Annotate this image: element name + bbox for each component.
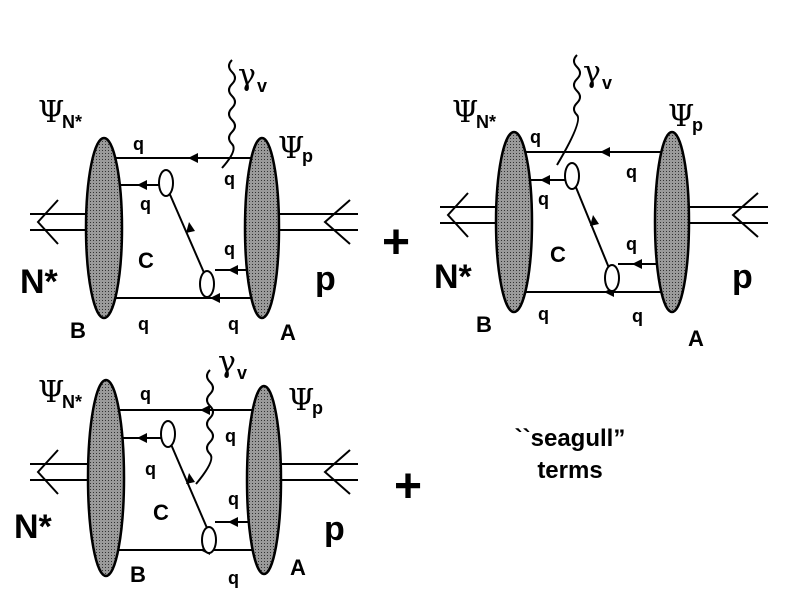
vertex-b-label: B (130, 562, 146, 587)
psi-final-subscript: N* (62, 112, 82, 132)
quark-label: q (145, 459, 156, 479)
vertex-a-label: A (290, 555, 306, 580)
psi-initial-symbol: Ψ (278, 131, 304, 166)
quark-label: q (228, 314, 239, 334)
quark-label: q (626, 162, 637, 182)
photon-symbol: γ (218, 345, 236, 380)
feynman-diagram-2 (440, 54, 768, 314)
final-state-label: N* (20, 263, 59, 301)
plus-sign-2: + (394, 460, 422, 513)
initial-state-label: p (324, 510, 345, 548)
vertex-a-label: A (280, 320, 296, 345)
diagram-3-labels: Ψ N* γ v Ψ p q q q q q C N* p B A (14, 345, 345, 588)
final-state-label: N* (14, 508, 53, 546)
psi-final-symbol: Ψ (38, 95, 64, 130)
vertex-b-label: B (70, 318, 86, 343)
initial-state-label: p (315, 260, 336, 298)
vertex-c-label: C (153, 500, 169, 525)
psi-initial-subscript: p (692, 115, 703, 135)
quark-label: q (228, 568, 239, 588)
quark-label: q (133, 134, 144, 154)
quark-label: q (228, 489, 239, 509)
quark-label: q (224, 239, 235, 259)
vertex-a-label: A (688, 326, 704, 351)
psi-initial-subscript: p (312, 398, 323, 418)
quark-label: q (138, 314, 149, 334)
plus-sign-1: + (382, 216, 410, 269)
quark-label: q (632, 306, 643, 326)
vertex-c-label: C (550, 242, 566, 267)
photon-subscript: v (257, 76, 267, 96)
psi-final-subscript: N* (476, 112, 496, 132)
vertex-b-label: B (476, 312, 492, 337)
psi-initial-subscript: p (302, 146, 313, 166)
quark-label: q (225, 426, 236, 446)
quark-label: q (224, 169, 235, 189)
psi-final-subscript: N* (62, 392, 82, 412)
seagull-caption-line2: terms (537, 457, 602, 484)
quark-label: q (538, 189, 549, 209)
photon-symbol: γ (238, 58, 256, 93)
quark-label: q (140, 194, 151, 214)
diagram-1-labels: Ψ N* γ v Ψ p q q q q q q C N* p B A (20, 58, 336, 345)
vertex-c-label: C (138, 248, 154, 273)
seagull-caption-line1: ``seagull” (515, 425, 626, 452)
psi-final-symbol: Ψ (452, 95, 478, 130)
feynman-diagram-1 (30, 59, 358, 320)
quark-label: q (140, 384, 151, 404)
psi-initial-symbol: Ψ (288, 383, 314, 418)
initial-state-label: p (732, 258, 753, 296)
psi-initial-symbol: Ψ (668, 99, 694, 134)
quark-label: q (626, 234, 637, 254)
quark-label: q (530, 127, 541, 147)
final-state-label: N* (434, 258, 473, 296)
quark-label: q (538, 304, 549, 324)
diagram-2-labels: Ψ N* γ v Ψ p q q q q q q C N* p B A (434, 55, 753, 351)
psi-final-symbol: Ψ (38, 375, 64, 410)
photon-subscript: v (602, 73, 612, 93)
photon-subscript: v (237, 363, 247, 383)
photon-symbol: γ (583, 55, 601, 90)
feynman-diagram-3 (30, 369, 358, 578)
